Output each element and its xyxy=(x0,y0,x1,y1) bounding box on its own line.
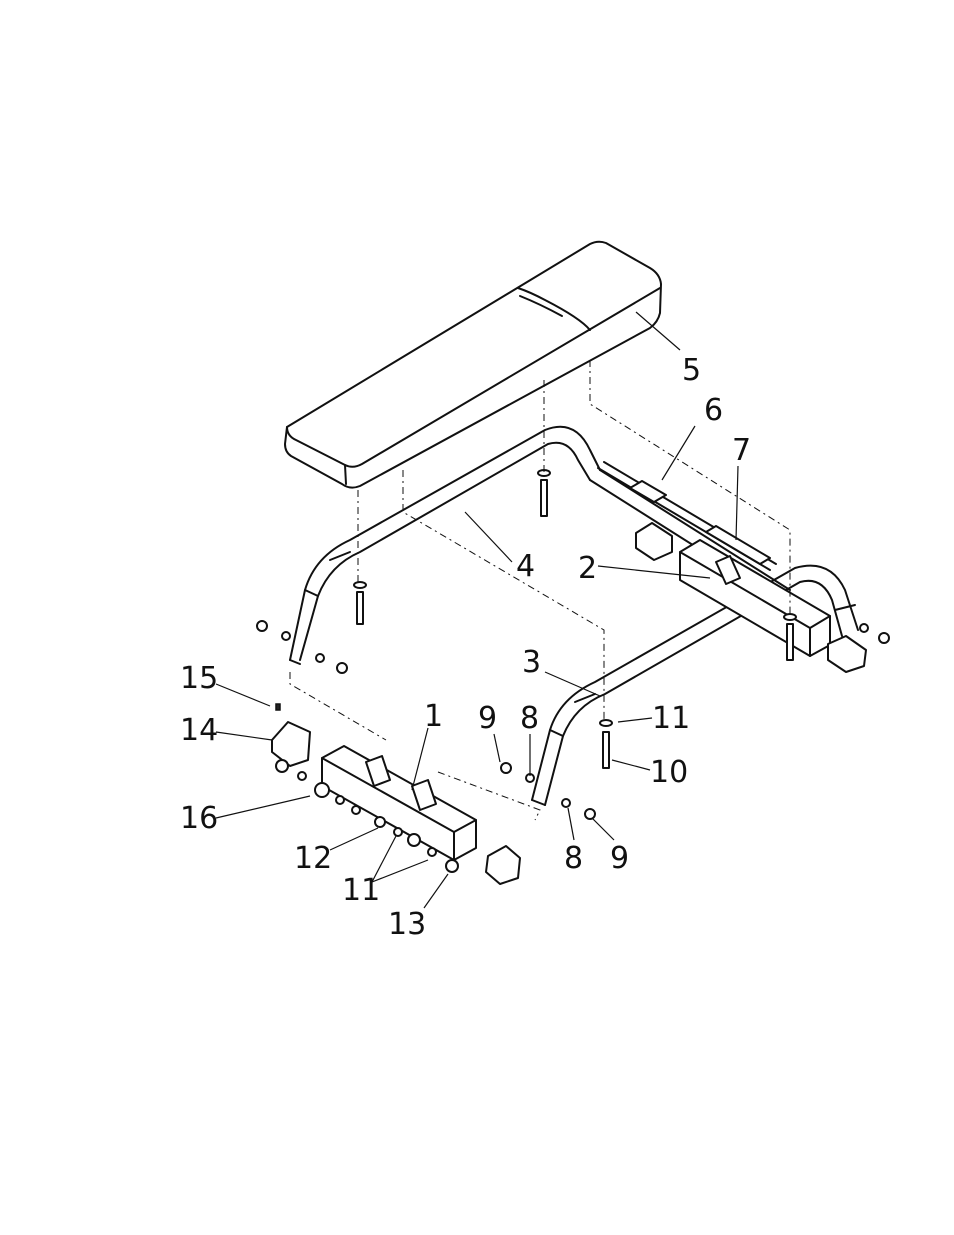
callout-8-upper: 8 xyxy=(520,701,539,736)
callout-11-right: 11 xyxy=(652,701,690,736)
callout-9-lower: 9 xyxy=(610,841,629,876)
seat-pad xyxy=(285,242,661,488)
callout-4: 4 xyxy=(516,549,535,584)
callout-1: 1 xyxy=(424,699,443,734)
callout-6: 6 xyxy=(704,393,723,428)
callout-2: 2 xyxy=(578,551,597,586)
callout-12: 12 xyxy=(294,841,332,876)
front-frame xyxy=(532,566,858,805)
callout-10: 10 xyxy=(650,755,688,790)
callout-3: 3 xyxy=(522,645,541,680)
callout-8-lower: 8 xyxy=(564,841,583,876)
callout-14: 14 xyxy=(180,713,218,748)
callout-11-lower: 11 xyxy=(342,873,380,908)
callout-13: 13 xyxy=(388,907,426,942)
callout-16: 16 xyxy=(180,801,218,836)
callout-7: 7 xyxy=(732,433,751,468)
callout-15: 15 xyxy=(180,661,218,696)
callout-9-upper: 9 xyxy=(478,701,497,736)
callout-5: 5 xyxy=(682,353,701,388)
hardware xyxy=(257,470,889,872)
